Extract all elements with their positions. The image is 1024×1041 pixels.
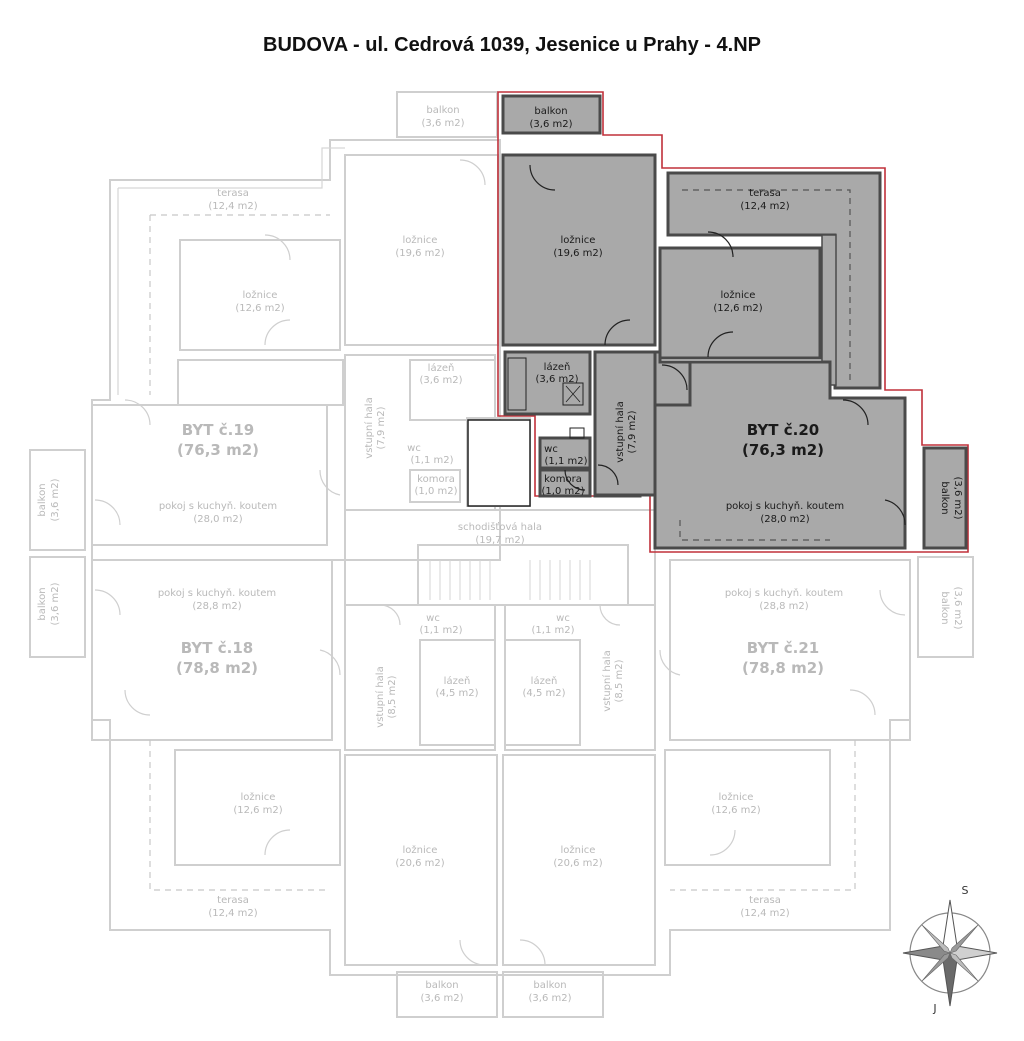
balkon-area: (3,6 m2) bbox=[421, 993, 464, 1004]
terasa-area: (12,4 m2) bbox=[740, 908, 789, 919]
komora-area: (1,0 m2) bbox=[542, 486, 585, 497]
hala-name: vstupní hala bbox=[601, 650, 613, 711]
pokoj-area: (28,8 m2) bbox=[192, 601, 241, 612]
wc-area: (1,1 m2) bbox=[420, 625, 463, 636]
loznice-name: ložnice bbox=[561, 844, 596, 856]
wc-name: wc bbox=[407, 443, 421, 454]
loznice-name: ložnice bbox=[403, 234, 438, 246]
loznice-name: ložnice bbox=[403, 844, 438, 856]
komora-name: komora bbox=[544, 474, 582, 485]
hala-area: (7,9 m2) bbox=[376, 406, 387, 449]
hala-name: vstupní hala bbox=[363, 397, 375, 458]
lazen-name: lázeň bbox=[531, 675, 558, 687]
wc-area: (1,1 m2) bbox=[411, 455, 454, 466]
balkon-area: (3,6 m2) bbox=[50, 582, 61, 625]
hala-area: (7,9 m2) bbox=[627, 410, 638, 453]
pokoj-name: pokoj s kuchyň. koutem bbox=[159, 500, 277, 512]
loznice-area: (20,6 m2) bbox=[553, 858, 602, 869]
komora-area: (1,0 m2) bbox=[415, 486, 458, 497]
komora-name: komora bbox=[417, 474, 455, 485]
byt19-area: (76,3 m2) bbox=[177, 441, 259, 459]
hala-name: vstupní hala bbox=[614, 401, 626, 462]
schodistova-area: (19,7 m2) bbox=[475, 535, 524, 546]
page-title: BUDOVA - ul. Cedrová 1039, Jesenice u Pr… bbox=[263, 34, 761, 56]
wc-name: wc bbox=[556, 613, 570, 624]
loznice-area: (19,6 m2) bbox=[553, 248, 602, 259]
balkon-name: balkon bbox=[533, 980, 566, 991]
labels-apartment-20: balkon (3,6 m2) terasa (12,4 m2) ložnice… bbox=[530, 106, 964, 525]
byt21-name: BYT č.21 bbox=[747, 639, 819, 657]
lazen-area: (4,5 m2) bbox=[523, 688, 566, 699]
loznice-name: ložnice bbox=[561, 234, 596, 246]
balkon-area: (3,6 m2) bbox=[50, 478, 61, 521]
terasa-area: (12,4 m2) bbox=[208, 201, 257, 212]
schodistova-name: schodišťová hala bbox=[458, 521, 542, 533]
labels-faint: balkon (3,6 m2) terasa (12,4 m2) ložnice… bbox=[37, 105, 963, 1004]
balkon-area: (3,6 m2) bbox=[422, 118, 465, 129]
wc-name: wc bbox=[426, 613, 440, 624]
byt20-name: BYT č.20 bbox=[747, 421, 819, 439]
loznice-area: (19,6 m2) bbox=[395, 248, 444, 259]
balkon-name: balkon bbox=[425, 980, 458, 991]
highlighted-apartment bbox=[467, 91, 969, 553]
byt19-name: BYT č.19 bbox=[182, 421, 254, 439]
terasa-name: terasa bbox=[217, 188, 249, 199]
pokoj-name: pokoj s kuchyň. koutem bbox=[158, 587, 276, 599]
pokoj-area: (28,8 m2) bbox=[759, 601, 808, 612]
terasa-area: (12,4 m2) bbox=[208, 908, 257, 919]
lazen-area: (4,5 m2) bbox=[436, 688, 479, 699]
terasa-name: terasa bbox=[749, 895, 781, 906]
loznice-area: (12,6 m2) bbox=[711, 805, 760, 816]
loznice-area: (12,6 m2) bbox=[233, 805, 282, 816]
byt20-area: (76,3 m2) bbox=[742, 441, 824, 459]
loznice-area: (20,6 m2) bbox=[395, 858, 444, 869]
balkon-name: balkon bbox=[534, 106, 567, 117]
balkon-area: (3,6 m2) bbox=[952, 587, 963, 630]
balkon-area: (3,6 m2) bbox=[529, 993, 572, 1004]
pokoj-area: (28,0 m2) bbox=[760, 514, 809, 525]
loznice-name: ložnice bbox=[241, 791, 276, 803]
balkon-name: balkon bbox=[426, 105, 459, 116]
byt21-area: (78,8 m2) bbox=[742, 659, 824, 677]
balkon-east-area: (3,6 m2) bbox=[952, 477, 963, 520]
byt18-name: BYT č.18 bbox=[181, 639, 253, 657]
balkon-name: balkon bbox=[37, 587, 48, 620]
lazen-area: (3,6 m2) bbox=[536, 374, 579, 385]
byt18-area: (78,8 m2) bbox=[176, 659, 258, 677]
compass-north-label: S bbox=[962, 884, 969, 897]
loznice-name: ložnice bbox=[243, 289, 278, 301]
terasa-name: terasa bbox=[749, 188, 781, 199]
balkon-name: balkon bbox=[37, 483, 48, 516]
wc-area: (1,1 m2) bbox=[532, 625, 575, 636]
compass-rose-icon: S J bbox=[902, 884, 998, 1015]
loznice-small-area: (12,6 m2) bbox=[713, 303, 762, 314]
compass-south-label: J bbox=[932, 1002, 936, 1015]
loznice-name: ložnice bbox=[719, 791, 754, 803]
lazen-area: (3,6 m2) bbox=[420, 375, 463, 386]
pokoj-area: (28,0 m2) bbox=[193, 514, 242, 525]
wc-name: wc bbox=[544, 444, 558, 455]
terasa-area: (12,4 m2) bbox=[740, 201, 789, 212]
balkon-area: (3,6 m2) bbox=[530, 119, 573, 130]
balkon-name: balkon bbox=[939, 591, 950, 624]
loznice-small-name: ložnice bbox=[721, 289, 756, 301]
wc-area: (1,1 m2) bbox=[545, 456, 588, 467]
hala-name: vstupní hala bbox=[374, 666, 386, 727]
balkon-east-name: balkon bbox=[939, 481, 950, 514]
pokoj-name: pokoj s kuchyň. koutem bbox=[725, 587, 843, 599]
hala-area: (8,5 m2) bbox=[614, 659, 625, 702]
lazen-name: lázeň bbox=[428, 362, 455, 374]
lazen-name: lázeň bbox=[544, 361, 571, 373]
loznice-area: (12,6 m2) bbox=[235, 303, 284, 314]
lazen-name: lázeň bbox=[444, 675, 471, 687]
pokoj-name: pokoj s kuchyň. koutem bbox=[726, 500, 844, 512]
terasa-name: terasa bbox=[217, 895, 249, 906]
hala-area: (8,5 m2) bbox=[387, 675, 398, 718]
